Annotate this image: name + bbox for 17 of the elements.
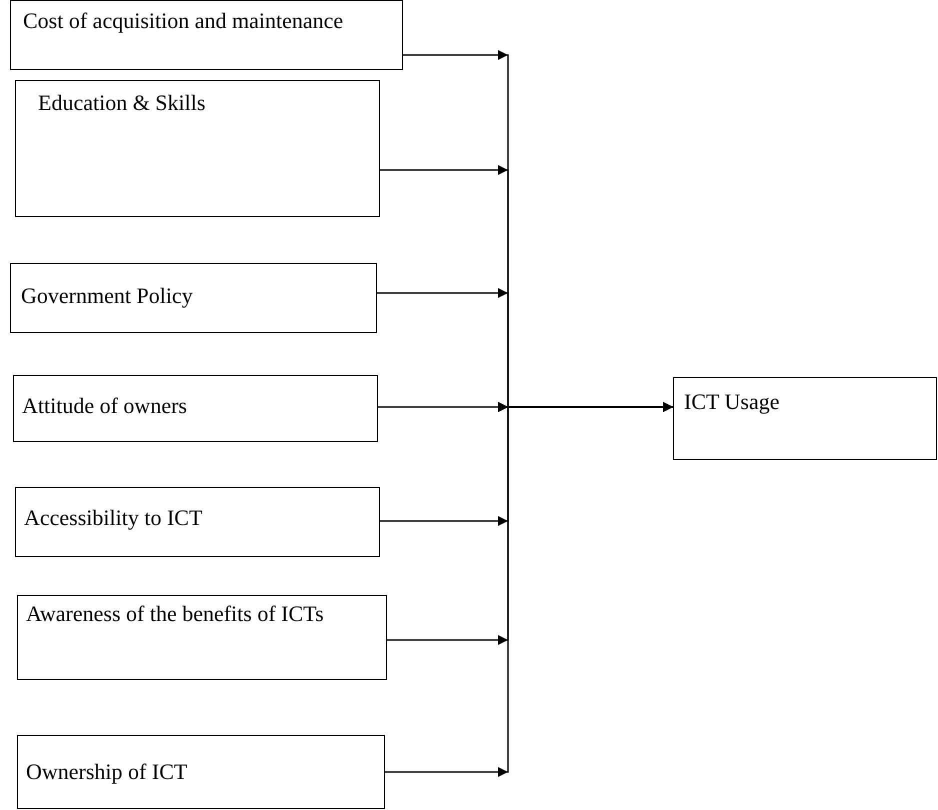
node-label: Education & Skills	[38, 89, 206, 116]
node-label: ICT Usage	[684, 388, 780, 415]
factor-box	[17, 595, 387, 680]
outcome-box	[673, 377, 937, 460]
node-label: Attitude of owners	[22, 392, 187, 419]
node-label: Cost of acquisition and maintenance	[23, 7, 344, 34]
factor-box	[15, 80, 380, 217]
factor-box	[10, 263, 377, 333]
factor-box	[10, 0, 403, 70]
arrow	[385, 402, 673, 777]
node-label: Accessibility to ICT	[24, 504, 202, 531]
factor-box	[17, 735, 385, 809]
node-label: Awareness of the benefits of ICTs	[26, 600, 324, 627]
node-label: Ownership of ICT	[26, 758, 188, 785]
factor-box	[13, 375, 378, 442]
factor-box	[15, 487, 380, 557]
node-label: Government Policy	[21, 282, 193, 309]
